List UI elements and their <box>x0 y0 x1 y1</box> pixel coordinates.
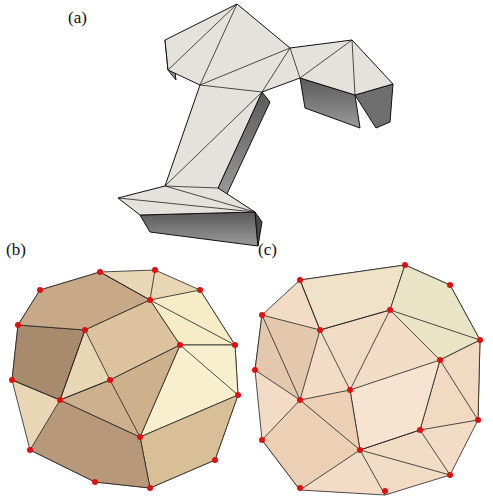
convex-polyhedron-c <box>252 262 483 495</box>
panel-label: (a) <box>68 8 87 28</box>
t-polyhedron <box>118 4 393 246</box>
convex-polyhedron-b <box>9 267 241 491</box>
panel-label: (b) <box>6 240 26 260</box>
panel-label: (c) <box>258 240 277 260</box>
